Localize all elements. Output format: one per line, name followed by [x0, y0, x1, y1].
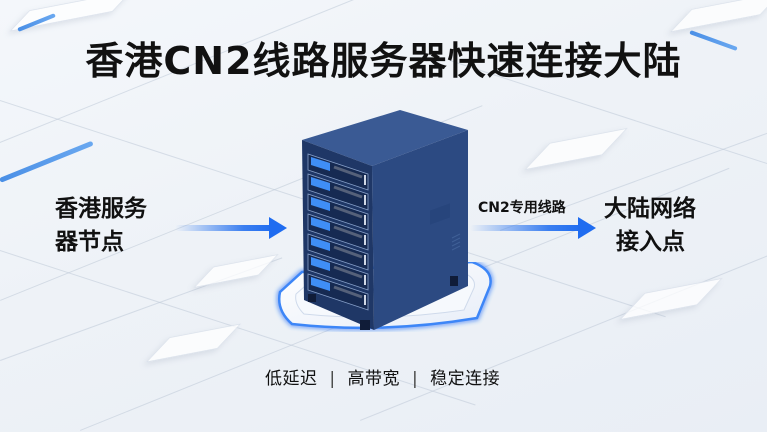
feature-tagline: 低延迟 | 高带宽 | 稳定连接: [265, 364, 500, 389]
mainland-line1: 大陆网络: [604, 196, 696, 222]
feature-stable-connection: 稳定连接: [430, 369, 501, 389]
page-title: 香港CN2线路服务器快速连接大陆: [85, 39, 682, 83]
arrow-right-icon: [175, 217, 287, 239]
separator: |: [329, 369, 336, 389]
hk-server-node-label: 香港服务 器节点: [55, 193, 175, 259]
hk-node-line1: 香港服务: [55, 196, 147, 222]
mainland-line2: 接入点: [616, 229, 685, 255]
feature-low-latency: 低延迟: [265, 369, 318, 389]
arrow-right-icon: [470, 217, 596, 239]
server-rack-icon: [302, 110, 468, 330]
mainland-access-point-label: 大陆网络 接入点: [604, 193, 724, 259]
server-units: [307, 153, 369, 311]
hk-node-line2: 器节点: [55, 229, 124, 255]
cn2-line-label: CN2专用线路: [478, 200, 566, 216]
separator: |: [411, 369, 419, 389]
feature-high-bandwidth: 高带宽: [347, 369, 401, 389]
